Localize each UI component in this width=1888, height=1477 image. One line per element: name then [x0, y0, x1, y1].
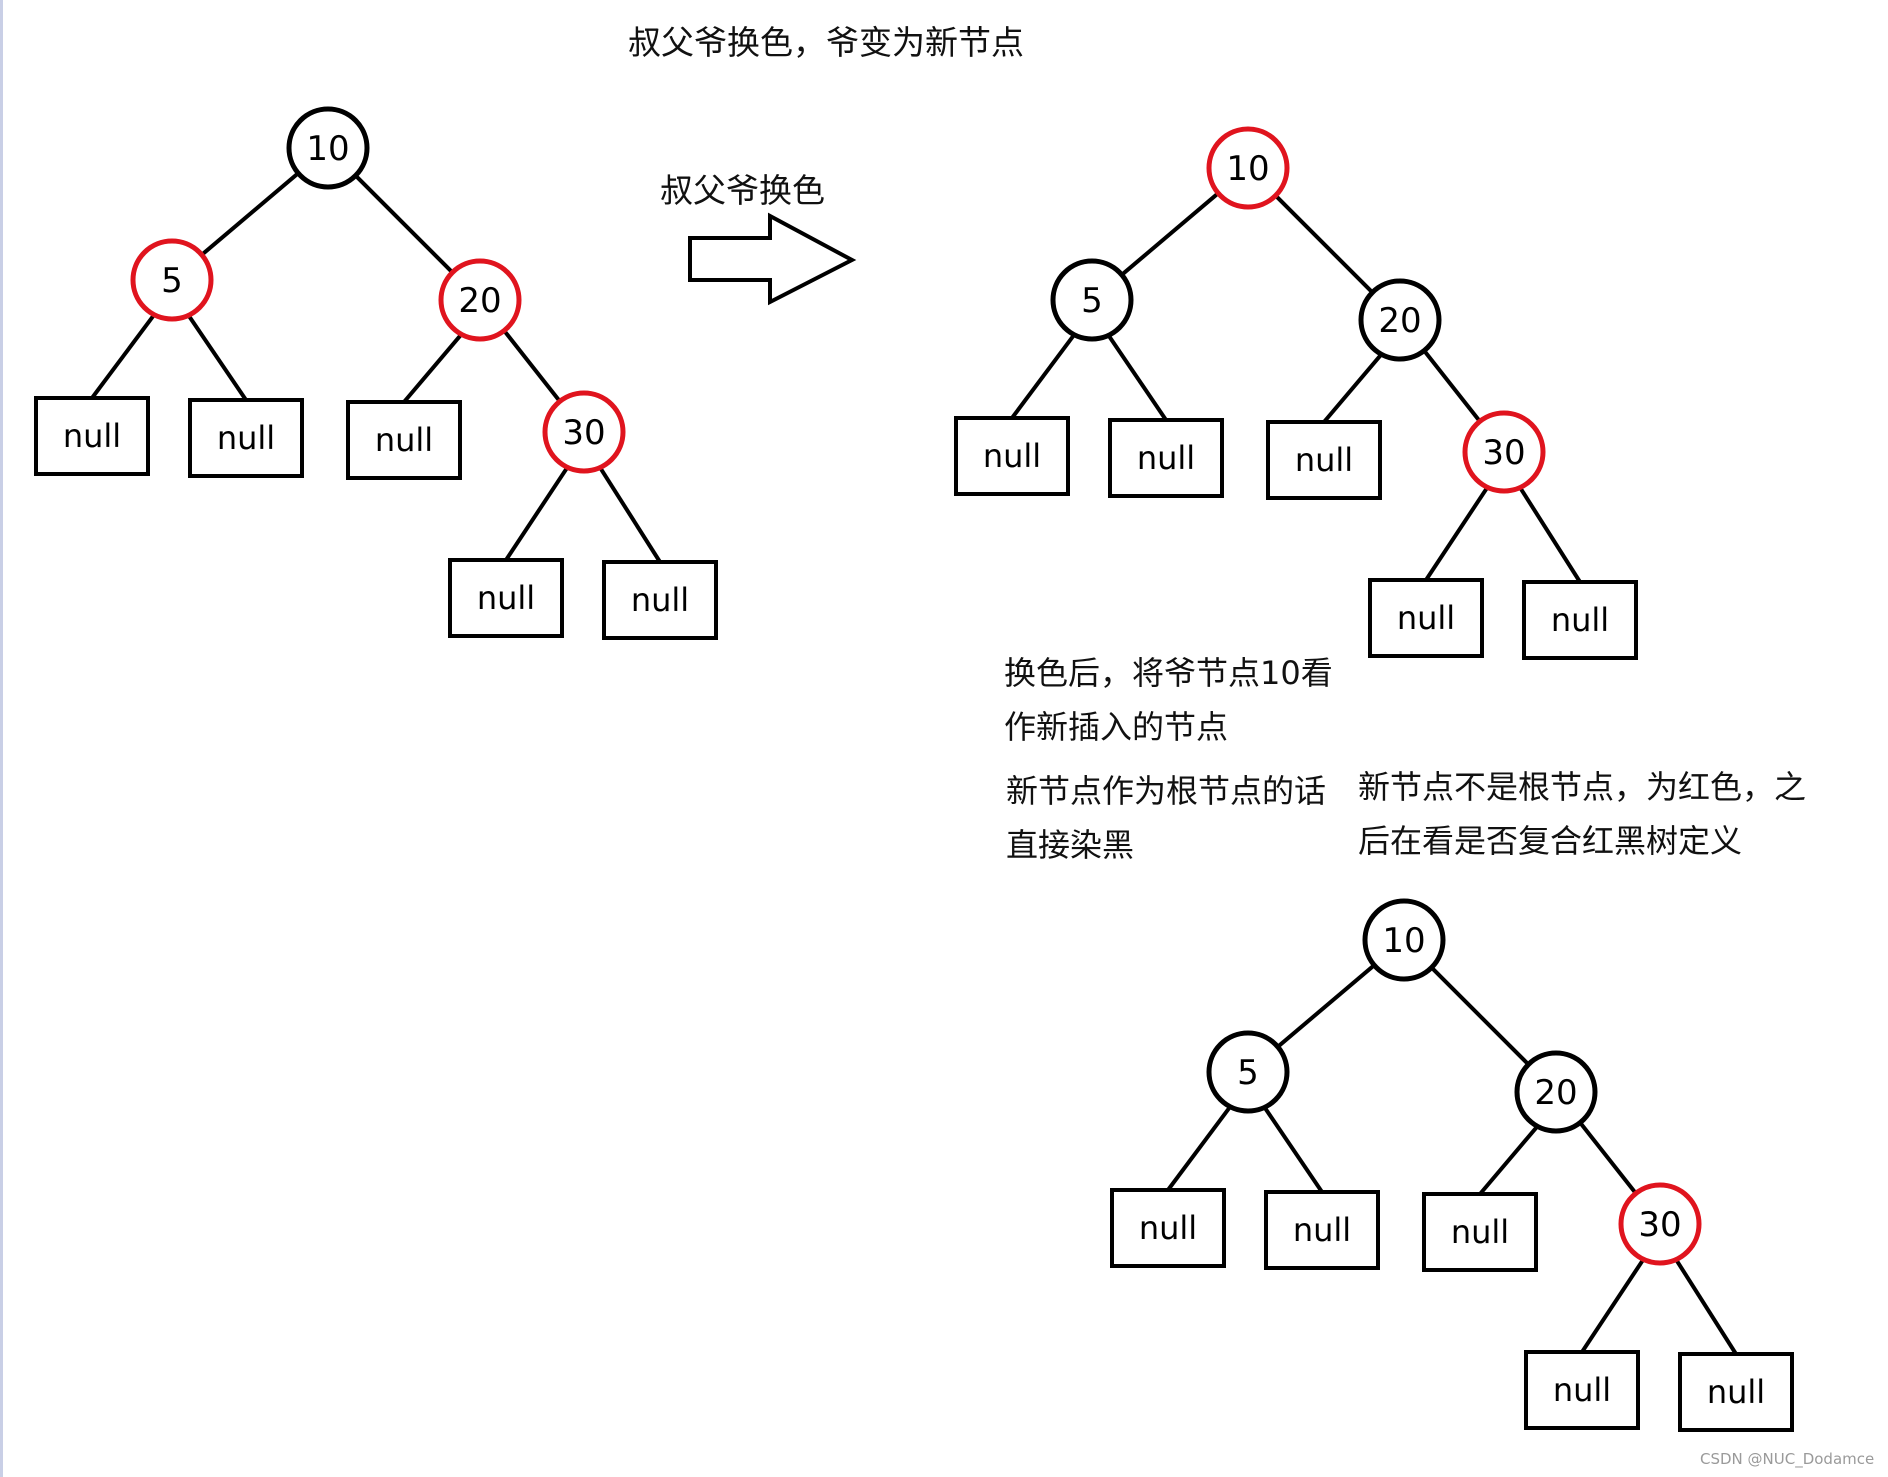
tree-node-label: 10 [306, 129, 349, 169]
tree-node-20: 20 [1514, 1050, 1598, 1134]
tree-node-label: 5 [161, 261, 183, 301]
note-line: 后在看是否复合红黑树定义 [1358, 822, 1743, 860]
tree-node-label: 20 [1534, 1073, 1577, 1113]
tree-node-20: 20 [1358, 278, 1442, 362]
null-leaf: null [602, 560, 718, 640]
tree-edge [504, 466, 570, 562]
null-leaf: null [346, 400, 462, 480]
null-leaf: null [1422, 1192, 1538, 1272]
null-leaf: null [448, 558, 564, 638]
tree-edge [200, 171, 300, 257]
tree-node-20: 20 [438, 258, 522, 342]
null-leaf-label: null [1551, 601, 1609, 639]
tree-edge [1578, 1121, 1638, 1195]
tree-node-label: 30 [1482, 433, 1525, 473]
tree-edge [1276, 963, 1376, 1049]
null-leaf-label: null [477, 579, 535, 617]
tree-node-30: 30 [1618, 1182, 1702, 1266]
null-leaf-label: null [1293, 1211, 1351, 1249]
tree-edge [1274, 194, 1374, 294]
tree-edge [1518, 486, 1582, 584]
tree-node-5: 5 [1206, 1030, 1290, 1114]
null-leaf-label: null [983, 437, 1041, 475]
page-left-border [0, 0, 3, 1477]
null-leaf: null [1524, 1350, 1640, 1430]
tree-node-30: 30 [1462, 410, 1546, 494]
tree-edge [1424, 486, 1490, 582]
tree-edge [1262, 1106, 1324, 1194]
tree-edge [1322, 352, 1383, 424]
note-line: 换色后，将爷节点10看 [1004, 654, 1333, 692]
tree-node-10: 10 [1362, 898, 1446, 982]
note-root: 新节点作为根节点的话 直接染黑 [1006, 764, 1326, 872]
null-leaf-label: null [63, 417, 121, 455]
tree-node-10: 10 [1206, 126, 1290, 210]
tree-node-label: 20 [1378, 301, 1421, 341]
tree-edge [1120, 191, 1220, 277]
tree-node-label: 5 [1081, 281, 1103, 321]
tree-edge [354, 174, 454, 274]
tree-edge [1422, 349, 1482, 423]
note-line: 新节点作为根节点的话 [1006, 772, 1327, 810]
tree-node-5: 5 [130, 238, 214, 322]
tree-edge [1166, 1105, 1232, 1192]
tree-edge [186, 314, 248, 402]
null-leaf: null [1264, 1190, 1380, 1270]
tree-node-10: 10 [286, 106, 370, 190]
null-leaf-label: null [1139, 1209, 1197, 1247]
null-leaf: null [188, 398, 304, 478]
tree-edge [1478, 1124, 1539, 1196]
tree-edge [1674, 1258, 1738, 1356]
tree-node-label: 5 [1237, 1053, 1259, 1093]
right-arrow-icon [688, 212, 857, 306]
note-line: 直接染黑 [1006, 826, 1135, 864]
null-leaf-label: null [375, 421, 433, 459]
tree-after-swap: null null null null null 10 5 20 30 [954, 126, 1638, 660]
null-leaf-label: null [1553, 1371, 1611, 1409]
null-leaf-label: null [1451, 1213, 1509, 1251]
tree-root-blackened: null null null null null 10 5 20 30 [1110, 898, 1794, 1432]
note-line: 新节点不是根节点，为红色，之 [1358, 768, 1807, 806]
null-leaf: null [954, 416, 1070, 496]
null-leaf: null [1266, 420, 1382, 500]
null-leaf-label: null [1137, 439, 1195, 477]
null-leaf-label: null [1397, 599, 1455, 637]
tree-node-label: 30 [562, 413, 605, 453]
null-leaf-label: null [631, 581, 689, 619]
tree-node-30: 30 [542, 390, 626, 474]
tree-edge [90, 313, 156, 400]
tree-node-label: 10 [1226, 149, 1269, 189]
tree-edge [1580, 1258, 1646, 1354]
diagram-title: 叔父爷换色，爷变为新节点 [628, 23, 1024, 62]
tree-edge [402, 332, 463, 404]
arrow-label: 叔父爷换色 [660, 171, 825, 210]
watermark: CSDN @NUC_Dodamce [1700, 1450, 1875, 1468]
null-leaf: null [1368, 578, 1484, 658]
null-leaf-label: null [1295, 441, 1353, 479]
note-after-swap: 换色后，将爷节点10看 作新插入的节点 [1004, 646, 1333, 754]
tree-edge [502, 329, 562, 403]
null-leaf-label: null [217, 419, 275, 457]
tree-before: null null null null null 10 5 20 30 [34, 106, 718, 640]
tree-edge [1430, 966, 1530, 1066]
null-leaf: null [1110, 1188, 1226, 1268]
null-leaf-label: null [1707, 1373, 1765, 1411]
null-leaf: null [1108, 418, 1224, 498]
tree-edge [1106, 334, 1168, 422]
tree-node-label: 30 [1638, 1205, 1681, 1245]
tree-edge [1010, 333, 1076, 420]
tree-node-5: 5 [1050, 258, 1134, 342]
note-not-root: 新节点不是根节点，为红色，之 后在看是否复合红黑树定义 [1358, 760, 1806, 868]
null-leaf: null [1678, 1352, 1794, 1432]
tree-node-label: 20 [458, 281, 501, 321]
null-leaf: null [1522, 580, 1638, 660]
tree-edge [598, 466, 662, 564]
null-leaf: null [34, 396, 150, 476]
note-line: 作新插入的节点 [1004, 708, 1229, 746]
tree-node-label: 10 [1382, 921, 1425, 961]
